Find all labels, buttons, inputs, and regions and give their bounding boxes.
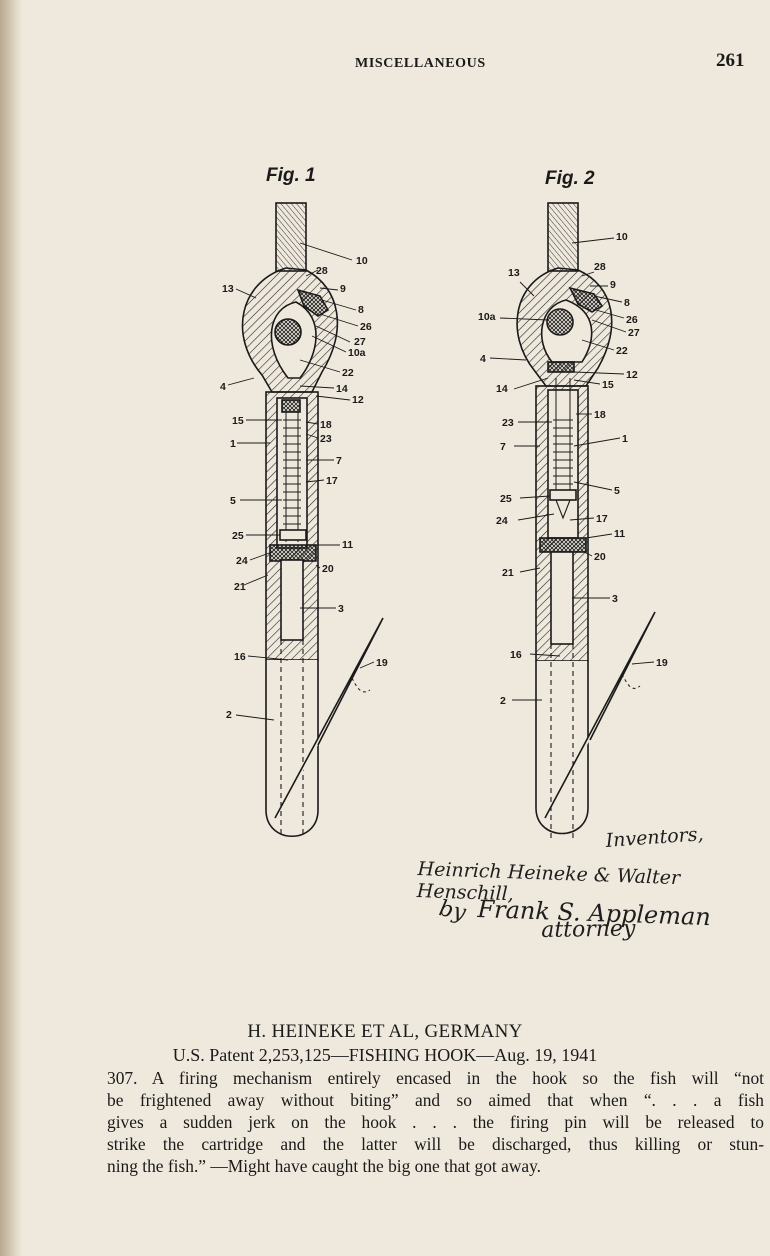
fig1-callout-14: 14	[336, 383, 348, 395]
page-gutter-shadow	[0, 0, 22, 1256]
fig1-callout-2: 2	[226, 709, 232, 721]
fig1-callout-3: 3	[338, 603, 344, 615]
fig1-callout-23: 23	[320, 433, 332, 445]
fig1-callout-24: 24	[236, 555, 248, 567]
fig1-callout-11: 11	[342, 539, 353, 551]
fig1-callout-25: 25	[232, 530, 244, 542]
figure-1-drawing	[241, 202, 384, 838]
fig1-callout-7: 7	[336, 455, 342, 467]
figure-2-label: Fig. 2	[545, 168, 595, 189]
fig1-callout-18: 18	[320, 419, 332, 431]
fig1-callout-20: 20	[322, 563, 334, 575]
caption-line: ning the fish.” —Might have caught the b…	[107, 1156, 542, 1176]
signature-attorney-title: attorney	[541, 916, 636, 943]
fig1-callout-4: 4	[220, 381, 226, 393]
fig1-callout-13: 13	[222, 283, 234, 295]
fig1-callout-10a: 10a	[348, 347, 366, 359]
fig2-callout-3: 3	[612, 593, 618, 605]
fig1-callout-27: 27	[354, 336, 366, 348]
fig1-callout-19: 19	[376, 657, 388, 669]
page-number: 261	[716, 50, 745, 71]
fig1-callout-21: 21	[234, 581, 246, 593]
caption-patent-line: U.S. Patent 2,253,125—FISHING HOOK—Aug. …	[172, 1045, 598, 1065]
fig2-callout-1: 1	[622, 433, 628, 445]
fig2-callout-5: 5	[614, 485, 620, 497]
fig1-callout-15: 15	[232, 415, 244, 427]
fig2-callout-12: 12	[626, 369, 638, 381]
fig2-callout-26: 26	[626, 314, 638, 326]
caption-line: 307. A firing mechanism entirely encased…	[107, 1068, 764, 1088]
caption-title: H. HEINEKE ET AL, GERMANY	[247, 1021, 523, 1042]
fig2-callout-10a: 10a	[478, 311, 496, 323]
fig1-callout-22: 22	[342, 367, 354, 379]
fig2-callout-19: 19	[656, 657, 668, 669]
figure-2-callouts: 10 13 28 9 8 10a 26 27 22 4 12 15 14 18 …	[478, 231, 668, 707]
caption-body: 307. A firing mechanism entirely encased…	[107, 1067, 764, 1177]
fig1-callout-1: 1	[230, 438, 236, 450]
fig2-callout-4: 4	[480, 353, 486, 365]
figure-1-label: Fig. 1	[266, 165, 316, 186]
fig2-callout-16: 16	[510, 649, 522, 661]
fig1-callout-12: 12	[352, 394, 364, 406]
caption-line: gives a sudden jerk on the hook . . . th…	[107, 1112, 764, 1132]
fig1-callout-28: 28	[316, 265, 328, 277]
fig2-callout-21: 21	[502, 567, 514, 579]
patent-drawings: 28 10 13 9 8 26 27 10a 22 4 14 12 15 18 …	[220, 202, 668, 838]
fig2-callout-17: 17	[596, 513, 608, 525]
fig2-callout-18: 18	[594, 409, 606, 421]
fig1-callout-26: 26	[360, 321, 372, 333]
running-head: MISCELLANEOUS	[355, 56, 486, 71]
fig2-callout-14: 14	[496, 383, 508, 395]
fig2-callout-10: 10	[616, 231, 628, 243]
fig2-callout-7: 7	[500, 441, 506, 453]
fig1-callout-9: 9	[340, 283, 346, 295]
fig2-callout-25: 25	[500, 493, 512, 505]
fig1-callout-5: 5	[230, 495, 236, 507]
caption-line: be frightened away without biting” and s…	[107, 1090, 764, 1110]
fig1-callout-17: 17	[326, 475, 338, 487]
fig2-callout-22: 22	[616, 345, 628, 357]
fig2-callout-23: 23	[502, 417, 514, 429]
fig2-callout-24: 24	[496, 515, 508, 527]
fig1-callout-10: 10	[356, 255, 368, 267]
fig2-callout-9: 9	[610, 279, 616, 291]
fig2-callout-15: 15	[602, 379, 614, 391]
fig2-callout-27: 27	[628, 327, 640, 339]
caption-line: strike the cartridge and the latter will…	[107, 1134, 764, 1154]
fig2-callout-11: 11	[614, 528, 625, 540]
fig2-callout-20: 20	[594, 551, 606, 563]
signature-by: by	[436, 896, 468, 926]
fig2-callout-13: 13	[508, 267, 520, 279]
fig2-callout-8: 8	[624, 297, 630, 309]
fig2-callout-28: 28	[594, 261, 606, 273]
fig1-callout-8: 8	[358, 304, 364, 316]
figure-1-callouts: 28 10 13 9 8 26 27 10a 22 4 14 12 15 18 …	[220, 242, 388, 721]
fig2-callout-2: 2	[500, 695, 506, 707]
fig1-callout-16: 16	[234, 651, 246, 663]
figure-2-drawing	[516, 202, 656, 838]
